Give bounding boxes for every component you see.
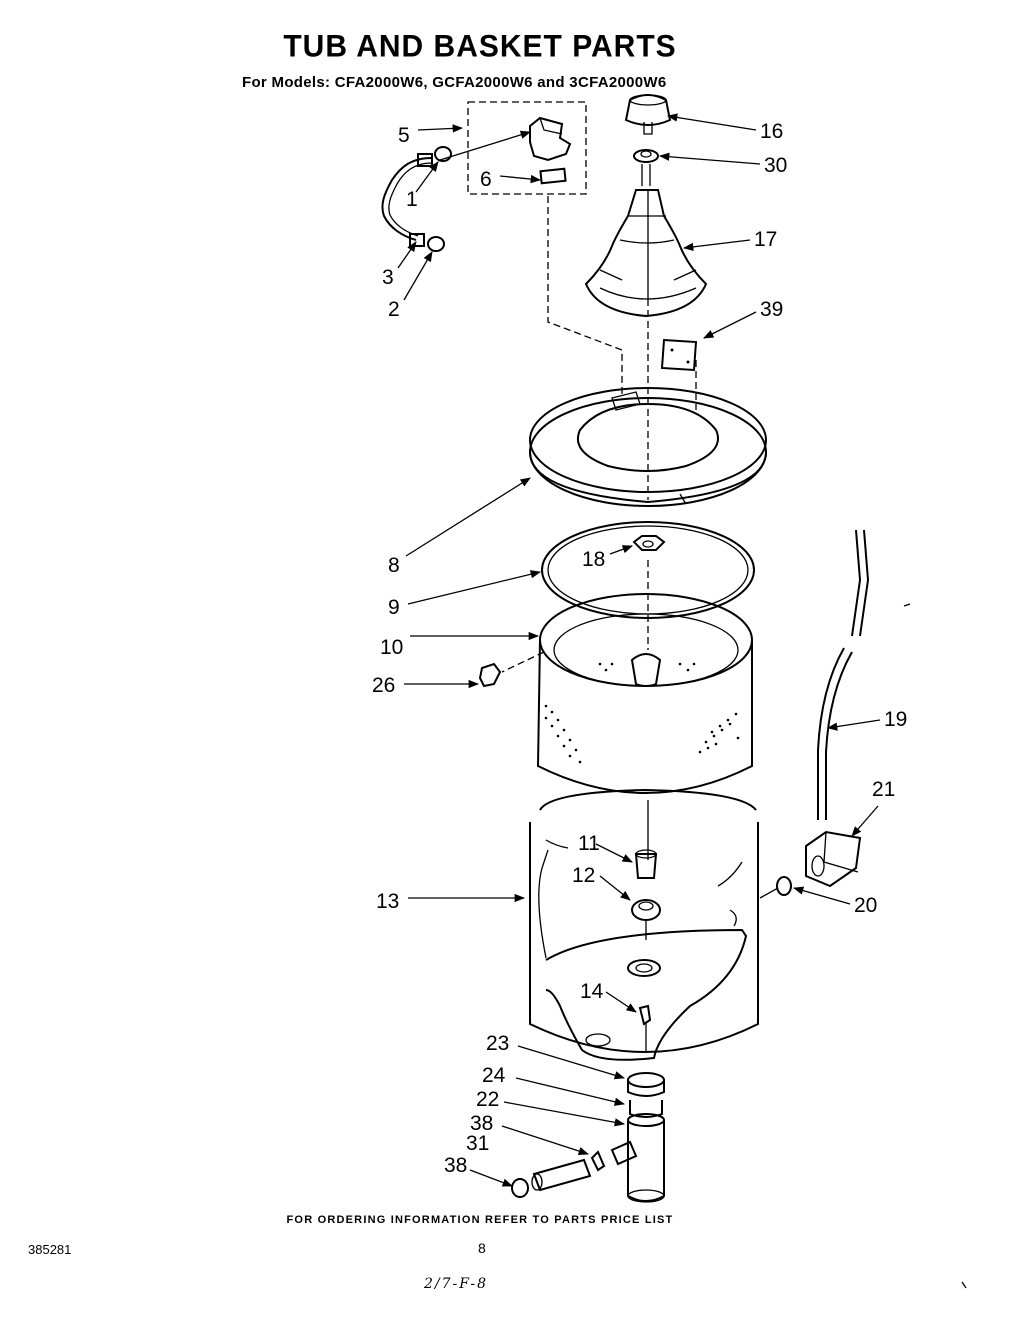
callout-17: 17: [754, 228, 777, 251]
callout-18: 18: [582, 548, 605, 571]
part-18-nut: [632, 535, 666, 551]
document-number: 385281: [28, 1242, 72, 1257]
callout-3: 3: [382, 266, 394, 289]
part-2-washer: [427, 236, 445, 252]
part-24-hose-clamp: [629, 1100, 663, 1118]
part-9-tub-gasket: [541, 521, 755, 619]
part-16-agitator-cap: [624, 94, 672, 135]
callout-13: 13: [376, 890, 399, 913]
callout-38-upper: 38: [470, 1112, 493, 1135]
part-11-drive-block: [634, 849, 658, 879]
part-26-clip: [478, 662, 502, 688]
callout-30: 30: [764, 154, 787, 177]
part-19-drain-hose: [817, 529, 870, 820]
handwritten-note: 2/7-F-8: [424, 1276, 488, 1292]
part-13-outer-tub: [529, 788, 759, 1061]
leader-lines: [397, 113, 881, 1187]
callout-22: 22: [476, 1088, 499, 1111]
callout-16: 16: [760, 120, 783, 143]
page-number: 8: [478, 1240, 486, 1256]
callout-12: 12: [572, 864, 595, 887]
callout-5: 5: [398, 124, 410, 147]
part-22-drain-tube: [610, 1113, 665, 1203]
callout-23: 23: [486, 1032, 509, 1055]
part-21-drain-fitting: [805, 830, 862, 888]
part-10-wash-basket: [536, 593, 753, 794]
callout-39: 39: [760, 298, 783, 321]
callout-11: 11: [578, 832, 600, 855]
part-12-seal: [631, 899, 661, 940]
part-17-agitator: [584, 189, 708, 318]
callout-10: 10: [380, 636, 403, 659]
part-5-dispenser-assembly: [467, 101, 587, 195]
part-23-drain-seal: [627, 1072, 665, 1097]
callout-2: 2: [388, 298, 400, 321]
page-title: TUB AND BASKET PARTS: [283, 29, 677, 64]
callout-6: 6: [480, 168, 492, 191]
part-3-hose: [381, 153, 433, 247]
callout-14: 14: [580, 980, 604, 1003]
part-38-clamp-upper: [590, 1150, 606, 1172]
part-14-bolt: [638, 1004, 652, 1052]
callout-21: 21: [872, 778, 895, 801]
part-38-clamp-lower: [511, 1178, 529, 1198]
callout-1: 1: [406, 188, 418, 211]
part-20-grommet: [776, 876, 792, 896]
callout-8: 8: [388, 554, 400, 577]
callout-19: 19: [884, 708, 907, 731]
callout-38-lower: 38: [444, 1154, 467, 1177]
callout-26: 26: [372, 674, 395, 697]
part-8-tub-ring: [529, 387, 767, 507]
part-31-connector-tube: [531, 1158, 592, 1192]
part-39-gasket: [660, 338, 698, 372]
callout-24: 24: [482, 1064, 506, 1087]
part-1-washer: [434, 146, 452, 162]
part-30-washer: [633, 149, 659, 186]
callout-31: 31: [466, 1132, 489, 1155]
model-list: For Models: CFA2000W6, GCFA2000W6 and 3C…: [242, 74, 667, 91]
ordering-info-note: FOR ORDERING INFORMATION REFER TO PARTS …: [286, 1214, 674, 1226]
callout-9: 9: [388, 596, 400, 619]
callout-20: 20: [854, 894, 877, 917]
